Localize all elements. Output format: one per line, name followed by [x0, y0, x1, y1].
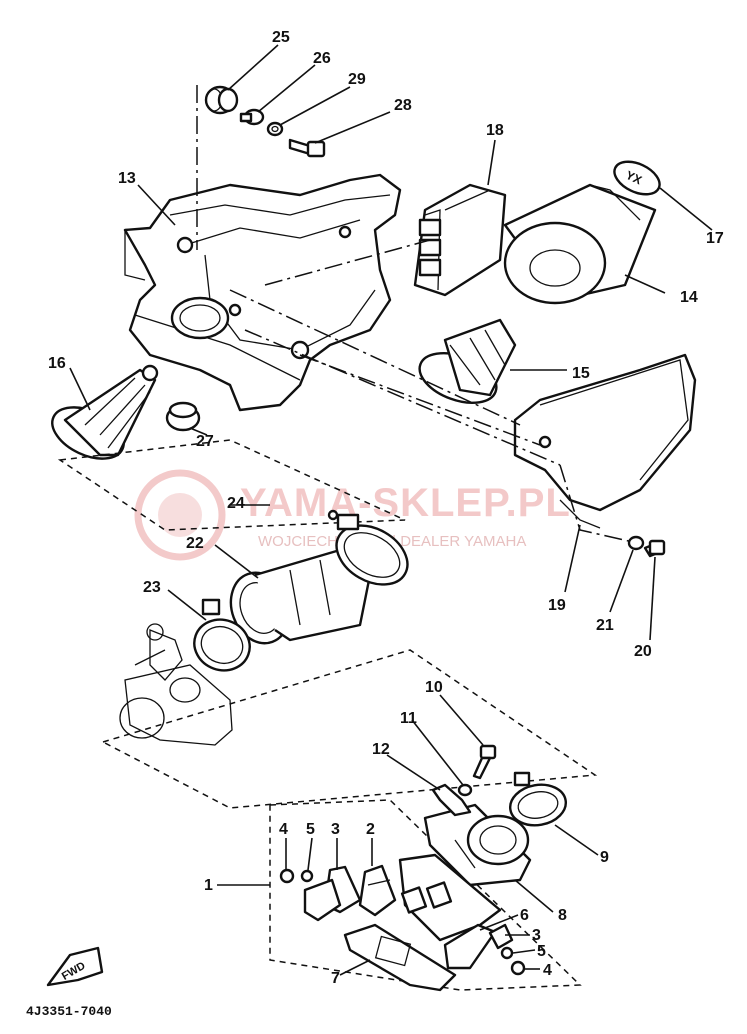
callout-1: 1 — [204, 877, 213, 894]
air-box-cover-19 — [513, 353, 697, 529]
callout-11: 11 — [400, 710, 417, 727]
emblem-17: YX — [613, 160, 661, 196]
callout-25: 25 — [272, 29, 290, 46]
air-filter-element-guide-18 — [413, 183, 507, 297]
plate-12 — [431, 783, 472, 817]
bolt-28 — [288, 138, 326, 158]
reed-petal-6-left — [303, 878, 342, 922]
lower-label-4: 4 — [279, 821, 288, 838]
carburetor-joint-22 — [229, 548, 372, 645]
bolt-10 — [472, 744, 497, 780]
right-label-5: 5 — [537, 943, 546, 960]
lower-label-2: 2 — [366, 821, 375, 838]
callout-22: 22 — [186, 535, 204, 552]
hose-clamp-9 — [509, 771, 567, 827]
callout-23: 23 — [143, 579, 161, 596]
callout-27: 27 — [196, 433, 214, 450]
filter-holder-16 — [51, 364, 159, 460]
washer-11 — [457, 783, 473, 797]
watermark-brand: YAMA-SKLEP.PL — [240, 481, 571, 525]
callout-8: 8 — [558, 907, 567, 924]
reed-stopper-3-right — [488, 923, 514, 950]
callout-9: 9 — [600, 849, 609, 866]
intake-manifold-8 — [423, 803, 532, 887]
callout-15: 15 — [572, 365, 590, 382]
reed-petal-2 — [358, 864, 397, 917]
callout-14: 14 — [680, 289, 698, 306]
grommet-27 — [165, 401, 201, 432]
washer-29 — [266, 121, 284, 137]
part-code: 4J3351-7040 — [26, 1004, 112, 1019]
right-label-4: 4 — [543, 962, 552, 979]
emblem-text: YX — [624, 168, 644, 187]
callout-10: 10 — [425, 679, 443, 696]
screw-4-right — [510, 960, 526, 976]
callout-21: 21 — [596, 617, 614, 634]
callout-18: 18 — [486, 122, 504, 139]
reed-petal-6-right — [443, 923, 497, 970]
callout-7: 7 — [331, 970, 340, 987]
callout-29: 29 — [348, 71, 366, 88]
leader-lines — [69, 44, 713, 976]
gasket-7 — [343, 923, 457, 992]
callout-28: 28 — [394, 97, 412, 114]
hose-clamp-23 — [193, 598, 251, 672]
callout-numbers: 25 26 29 28 13 18 17 14 15 16 27 24 22 2… — [48, 29, 724, 987]
carburetor-outline — [119, 623, 233, 746]
callout-12: 12 — [372, 741, 390, 758]
screw-4-left — [279, 868, 295, 884]
callout-19: 19 — [548, 597, 566, 614]
callout-13: 13 — [118, 170, 136, 187]
collar-26 — [239, 108, 265, 126]
callout-16: 16 — [48, 355, 66, 372]
lower-label-3: 3 — [331, 821, 340, 838]
filter-holder-15 — [418, 318, 517, 404]
washer-5-left — [300, 869, 314, 883]
bolt-20 — [643, 539, 666, 558]
washer-21 — [627, 535, 645, 551]
callout-24: 24 — [227, 495, 245, 512]
watermark-logo-circle — [134, 469, 226, 561]
watermark-logo-inner — [158, 493, 202, 537]
air-filter-14 — [503, 183, 657, 305]
callout-20: 20 — [634, 643, 652, 660]
hose-clamp-24 — [327, 509, 409, 586]
callout-17: 17 — [706, 230, 724, 247]
air-box-case — [123, 173, 402, 412]
grommet-25 — [204, 85, 239, 115]
lower-label-5: 5 — [306, 821, 315, 838]
right-label-6: 6 — [520, 907, 529, 924]
fwd-arrow: FWD — [46, 946, 104, 987]
callout-26: 26 — [313, 50, 331, 67]
washer-5-right — [500, 946, 514, 960]
right-label-3: 3 — [532, 927, 541, 944]
